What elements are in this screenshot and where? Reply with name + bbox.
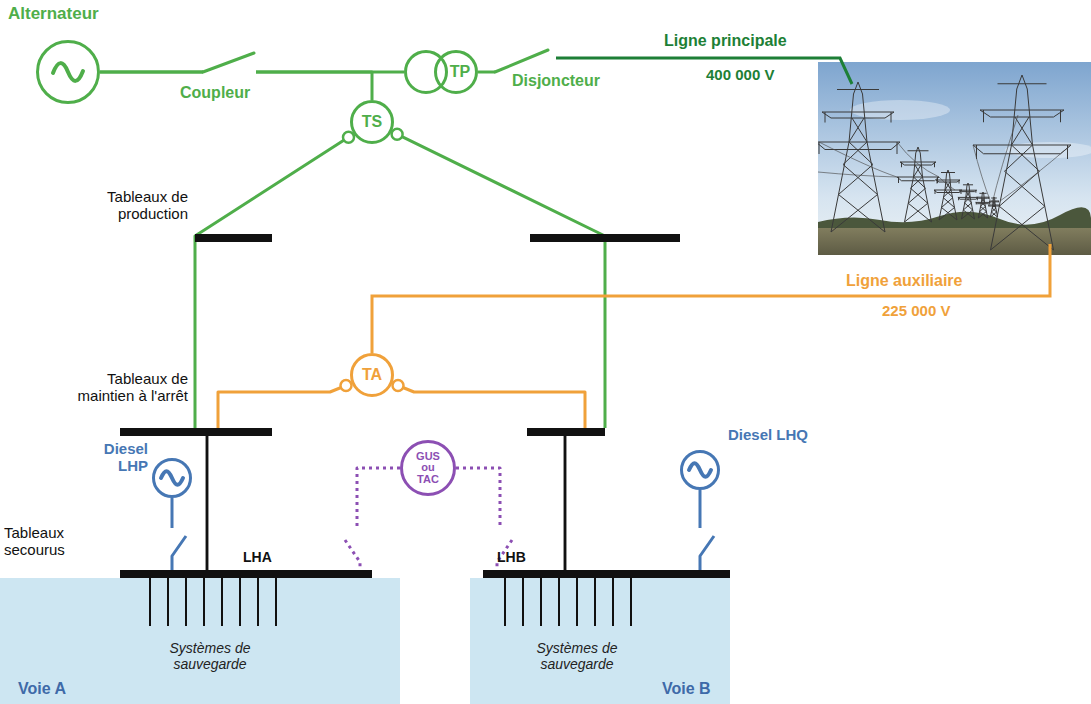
power-connection	[392, 132, 605, 570]
winding-terminal	[393, 380, 404, 391]
board-label: Tableaux secourus	[4, 524, 94, 559]
pylon-photo	[818, 62, 1091, 255]
diesel-generator: Diesel LHP	[152, 458, 192, 498]
bus-bar	[195, 234, 272, 242]
power-connection	[172, 498, 186, 570]
alternator-symbol: Alternateur	[36, 40, 100, 104]
power-connection	[195, 134, 354, 570]
winding-terminal	[343, 132, 354, 143]
node-circle	[682, 452, 719, 489]
auxiliary-line	[372, 244, 1050, 353]
photo-sky	[818, 62, 1091, 255]
wire-segment	[564, 436, 567, 570]
backup-generator: GUS ou TAC	[400, 440, 456, 496]
switch-label: Coupleur	[180, 84, 250, 102]
node-outline	[680, 450, 720, 490]
generator-label: GUS ou TAC	[400, 440, 456, 496]
power-connection	[392, 383, 585, 570]
photo-cloud	[1005, 142, 1091, 158]
wire-segment	[564, 436, 567, 570]
pylon-icon	[818, 82, 900, 232]
main-line	[556, 58, 852, 84]
wire-segment	[345, 540, 360, 570]
alternator-label: Alternateur	[8, 4, 99, 24]
wire-segment	[206, 436, 209, 570]
bus-bar	[120, 428, 272, 436]
bus-bar: LHB	[483, 570, 730, 578]
train-name: Voie B	[662, 680, 711, 698]
wire-segment	[392, 383, 585, 428]
wire-segment	[699, 490, 702, 528]
switch-gap	[203, 65, 256, 78]
transformer-symbol: TS	[350, 100, 394, 144]
region-fill	[470, 578, 730, 704]
systems-label: Systèmes de sauvegarde	[525, 640, 629, 672]
transformer-symbol: TA	[350, 353, 394, 397]
voltage-label: 225 000 V	[882, 302, 950, 319]
pylon-icon	[958, 183, 978, 219]
transformer-name: TA	[350, 353, 394, 397]
train-region: Systèmes de sauvegardeVoie B	[470, 578, 730, 704]
board-label: Tableaux de maintien à l'arrêt	[53, 370, 188, 405]
wire	[478, 71, 495, 74]
wire-segment	[195, 134, 354, 428]
node-outline	[36, 40, 100, 104]
pylon-icon	[973, 75, 1071, 250]
region-fill	[0, 578, 400, 704]
train-name: Voie A	[18, 680, 66, 698]
bus-bar	[530, 234, 680, 242]
wire-segment	[171, 498, 174, 528]
connector-group	[100, 72, 714, 570]
ac-symbol	[161, 471, 183, 485]
power-connection	[207, 383, 352, 570]
wire-segment	[456, 468, 500, 528]
switch-blade	[203, 53, 254, 72]
node-circle	[38, 42, 99, 103]
power-wires	[818, 115, 1071, 204]
board-label: Tableaux de production	[53, 188, 188, 223]
bus-bar	[527, 428, 605, 436]
wire-segment	[206, 436, 209, 570]
pylon-icon	[897, 147, 939, 222]
line-label: Ligne auxiliaire	[846, 272, 962, 290]
feeder-ticks	[505, 578, 631, 626]
ac-symbol	[53, 63, 83, 81]
wire-segment	[218, 383, 352, 428]
power-connection	[700, 490, 714, 570]
train-region: Systèmes de sauvegardeVoie A	[0, 578, 400, 704]
systems-label: Systèmes de sauvegarde	[158, 640, 262, 672]
line-label: Ligne principale	[664, 32, 787, 50]
power-connection	[345, 468, 400, 570]
wire-segment	[392, 132, 605, 428]
winding-terminal	[341, 380, 352, 391]
breaker-label: Disjoncteur	[512, 72, 600, 90]
transformer-symbol: TP	[404, 50, 478, 94]
bus-bar: LHA	[120, 570, 372, 578]
ac-symbol	[689, 463, 711, 477]
wire-segment	[172, 536, 186, 570]
generator-label: Diesel LHP	[100, 440, 148, 475]
node-circle	[154, 460, 191, 497]
bus-name: LHA	[243, 549, 272, 565]
voltage-label: 400 000 V	[706, 66, 774, 83]
diesel-generator: Diesel LHQ	[680, 450, 720, 490]
transformer-name: TS	[350, 100, 394, 144]
winding-terminal	[392, 129, 403, 140]
bus-name: LHB	[497, 549, 526, 565]
wire-segment	[700, 536, 714, 570]
transformer-name: TP	[440, 50, 480, 94]
wire-segment	[357, 468, 400, 528]
node-outline	[152, 458, 192, 498]
feeder-ticks	[150, 578, 276, 626]
breaker-blade	[495, 50, 548, 72]
generator-label: Diesel LHQ	[728, 426, 808, 443]
